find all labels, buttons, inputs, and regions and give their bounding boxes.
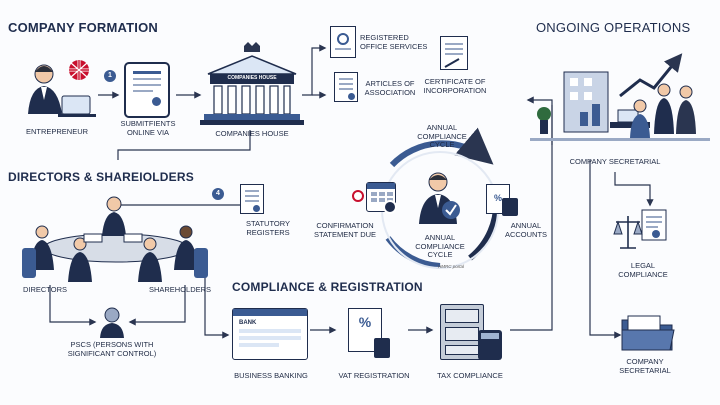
- label-legal-compliance: LEGAL COMPLIANCE: [618, 261, 668, 279]
- label-confirmation: CONFIRMATION STATEMENT DUE: [313, 221, 377, 239]
- filing-cabinet-icon: [440, 304, 484, 360]
- folder-icon: [621, 315, 675, 351]
- label-company-secretarial-2: COMPANY SECRETARIAL: [619, 357, 671, 375]
- alert-icon: [352, 190, 364, 202]
- calculator-small-icon: [502, 198, 518, 216]
- certificate-document-icon: [440, 36, 468, 70]
- psc-person-icon: [98, 306, 126, 338]
- articles-document-icon: [334, 72, 358, 102]
- label-certificate: CERTIFICATE OF INCORPORATION: [423, 77, 487, 95]
- companies-house-building: COMPANIES HOUSE: [200, 40, 304, 130]
- bank-browser-window: BANK: [232, 308, 308, 360]
- label-entrepreneur: ENTREPRENEUR: [25, 127, 89, 136]
- cycle-person: [417, 168, 463, 226]
- building-sign: COMPANIES HOUSE: [227, 75, 277, 81]
- folder-illustration: [620, 312, 676, 352]
- scales-document-icon: [613, 209, 667, 249]
- check-badge-icon: [383, 200, 397, 214]
- label-directors: DIRECTORS: [22, 285, 68, 294]
- meeting-table-icon: [22, 196, 208, 282]
- cycle-center-label: ANNUAL COMPLIANCE CYCLE: [415, 233, 465, 260]
- cycle-title: ANNUAL COMPLIANCE CYCLE: [417, 123, 467, 150]
- office-team-illustration: [530, 46, 710, 150]
- label-pscs: PSCs (PERSONS WITH SIGNIFICANT CONTROL): [67, 340, 157, 358]
- label-statutory: STATUTORY REGISTERS: [245, 219, 291, 237]
- businessman-check-icon: [419, 172, 460, 224]
- label-submit: SUBMITFIENTS ONLINE VIA: [120, 119, 176, 137]
- label-registered-office: REGISTERED OFFICE SERVICES: [360, 33, 428, 51]
- label-company-secretarial: COMPANY SECRETARIAL: [569, 157, 661, 166]
- label-business-banking: BUSINESS BANKING: [234, 371, 308, 380]
- bank-word: BANK: [239, 320, 257, 326]
- section-title-formation: COMPANY FORMATION: [8, 20, 159, 35]
- step-badge-4: 4: [212, 188, 224, 200]
- section-title-directors: DIRECTORS & SHAREIOLDERS: [8, 170, 194, 184]
- label-shareholders: SHAREHOLDERS: [148, 285, 212, 294]
- legal-compliance-illustration: [612, 208, 672, 254]
- hmrc-stamp: HMRC portal: [438, 264, 465, 269]
- registered-office-document-icon: [330, 26, 356, 58]
- entrepreneur-illustration: [22, 52, 102, 122]
- label-tax-compliance: TAX COMPLIANCE: [437, 371, 503, 380]
- label-articles: ARTICLES OF ASSOCIATION: [364, 79, 416, 97]
- tax-calculator-icon: [478, 330, 502, 360]
- crown-building-icon: [200, 42, 304, 125]
- statutory-register-icon: [240, 184, 264, 214]
- label-vat-registration: VAT REGISTRATION: [338, 371, 410, 380]
- online-form-icon: [124, 62, 170, 118]
- label-companies-house: COMPANIES HOUSE: [215, 129, 289, 138]
- board-meeting-illustration: [14, 192, 214, 284]
- section-title-compliance: COMPLIANCE & REGISTRATION: [232, 280, 423, 294]
- section-title-ongoing: ONGOING OPERATIONS: [536, 20, 691, 35]
- office-growth-icon: [530, 53, 710, 141]
- vat-calculator-icon: [374, 338, 390, 358]
- label-annual-accounts: ANNUAL ACCOUNTS: [504, 221, 548, 239]
- person-laptop-icon: [28, 60, 96, 117]
- pen-icon: [444, 58, 460, 68]
- step-badge-1: 1: [104, 70, 116, 82]
